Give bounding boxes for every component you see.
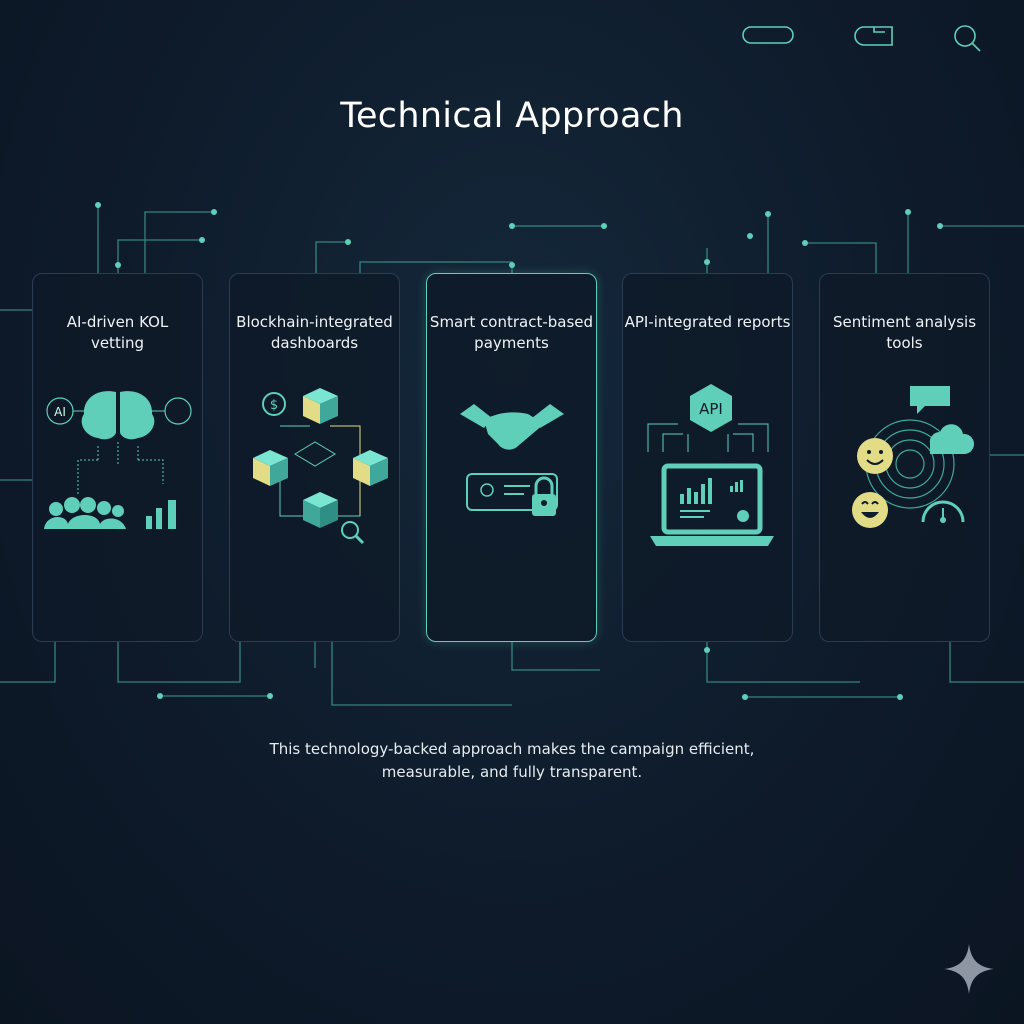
- card-sentiment-analysis[interactable]: Sentiment analysis tools: [819, 273, 990, 642]
- sentiment-faces-icon: [852, 386, 975, 528]
- api-laptop-icon: API: [647, 384, 774, 546]
- cube: [303, 388, 338, 424]
- sparkle-icon: [944, 944, 994, 994]
- search-icon[interactable]: [952, 24, 984, 54]
- card-title: AI-driven KOL vetting: [66, 313, 169, 352]
- footer-text: This technology-backed approach makes th…: [269, 740, 755, 781]
- card-smart-contract-payments[interactable]: Smart contract-based payments: [426, 273, 597, 642]
- card-title: Smart contract-based payments: [429, 313, 594, 352]
- api-badge: API: [699, 400, 723, 418]
- svg-text:$: $: [270, 398, 278, 413]
- brain-network-icon: AI: [44, 391, 192, 529]
- card-ai-kol-vetting[interactable]: AI-driven KOL vetting AI: [32, 273, 203, 642]
- card-title: Blockhain-integrated dashboards: [236, 313, 393, 352]
- card-title: Sentiment analysis tools: [832, 313, 977, 352]
- card-blockchain-dashboards[interactable]: Blockhain-integrated dashboards $: [229, 273, 400, 642]
- toolbar: [740, 24, 990, 54]
- card-title: API-integrated reports: [624, 313, 791, 331]
- page-title: Technical Approach: [340, 96, 684, 136]
- ai-badge: AI: [54, 405, 66, 419]
- tab-shape-icon[interactable]: [852, 26, 894, 46]
- card-api-reports[interactable]: API-integrated reports API: [622, 273, 793, 642]
- blockchain-cubes-icon: $: [253, 388, 388, 545]
- pill-shape-icon[interactable]: [742, 26, 794, 44]
- handshake-lock-icon: [460, 404, 564, 516]
